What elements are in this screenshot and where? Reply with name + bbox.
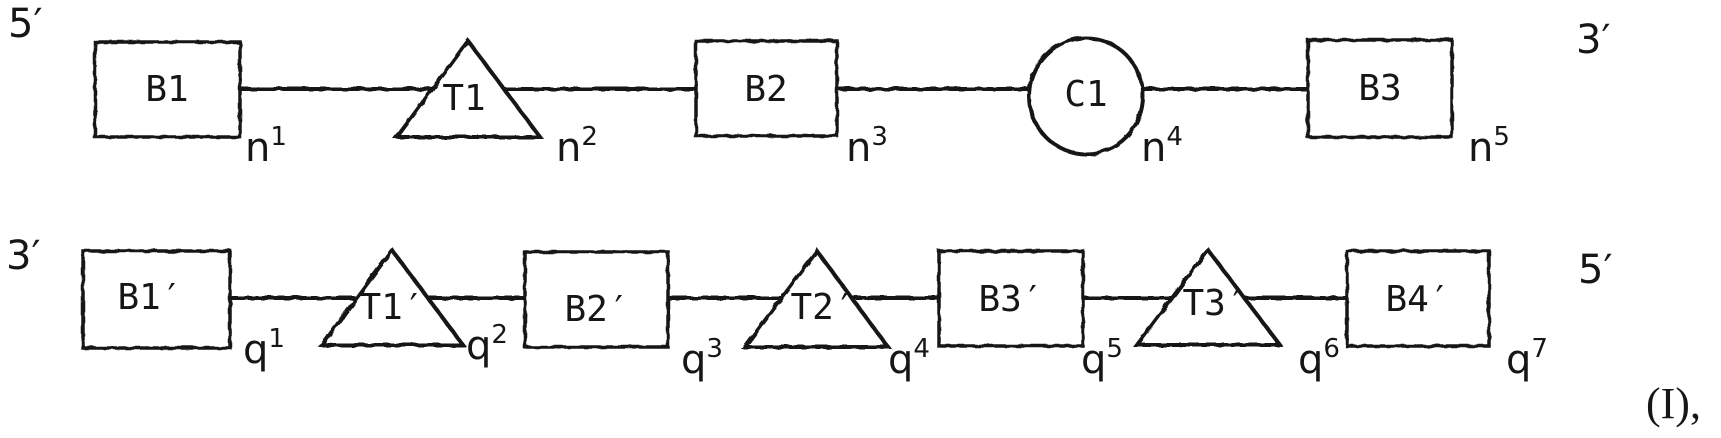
linker-base: n bbox=[1141, 125, 1167, 171]
bottom-strand-5prime-label: 5′ bbox=[1578, 247, 1613, 293]
linker-base: n bbox=[245, 125, 271, 171]
linker-superscript: 6 bbox=[1323, 334, 1340, 364]
linker-base: q bbox=[681, 337, 707, 383]
unit-label-b4p: B4′ bbox=[1385, 279, 1451, 320]
linker-label-n4: n4 bbox=[1141, 124, 1183, 171]
linker-superscript: 3 bbox=[706, 334, 723, 364]
bottom-unit-t2p-triangle bbox=[741, 247, 892, 349]
top-unit-t1-triangle bbox=[393, 37, 544, 139]
bottom-unit-b1p-box bbox=[81, 249, 232, 350]
linker-base: q bbox=[1081, 337, 1107, 383]
linker-superscript: 2 bbox=[491, 320, 508, 350]
linker-label-q1: q1 bbox=[243, 326, 285, 373]
linker-superscript: 4 bbox=[1166, 122, 1183, 152]
linker-label-q5: q5 bbox=[1081, 336, 1123, 383]
unit-label-t3p: T3′ bbox=[1182, 283, 1248, 324]
linker-superscript: 5 bbox=[1106, 334, 1123, 364]
top-strand-3prime-label: 3′ bbox=[1576, 17, 1611, 63]
linker-base: q bbox=[1506, 337, 1532, 383]
unit-label-c1: C1 bbox=[1064, 74, 1108, 115]
linker-base: n bbox=[556, 125, 582, 171]
unit-label-t1p: T1′ bbox=[359, 287, 425, 328]
top-unit-c1-circle bbox=[1027, 36, 1145, 156]
unit-label-b2p: B2′ bbox=[564, 289, 630, 330]
unit-label-b3: B3 bbox=[1358, 68, 1402, 109]
linker-base: q bbox=[1298, 337, 1324, 383]
top-unit-b1-box bbox=[93, 40, 242, 139]
linker-label-n2: n2 bbox=[556, 124, 598, 171]
formula-number-label: (I), bbox=[1646, 379, 1701, 428]
bottom-unit-b2p-box bbox=[523, 250, 670, 349]
linker-superscript: 7 bbox=[1531, 334, 1548, 364]
linker-base: n bbox=[1468, 125, 1494, 171]
bottom-strand-3prime-label: 3′ bbox=[6, 233, 41, 279]
linker-base: q bbox=[466, 323, 492, 369]
linker-label-q3: q3 bbox=[681, 336, 723, 383]
linker-label-q2: q2 bbox=[466, 322, 508, 369]
top-unit-b2-box bbox=[694, 39, 839, 138]
bottom-unit-t3p-triangle bbox=[1133, 246, 1285, 347]
linker-superscript: 5 bbox=[1493, 122, 1510, 152]
top-strand-5prime-label: 5′ bbox=[8, 1, 43, 47]
linker-base: n bbox=[846, 125, 872, 171]
linker-superscript: 4 bbox=[913, 334, 930, 364]
unit-label-b1: B1 bbox=[145, 69, 189, 110]
linker-superscript: 1 bbox=[268, 324, 285, 354]
linker-label-q4: q4 bbox=[888, 336, 930, 383]
linker-label-n3: n3 bbox=[846, 124, 888, 171]
unit-label-t1: T1 bbox=[442, 78, 486, 119]
linker-base: q bbox=[243, 327, 269, 373]
top-unit-b3-box bbox=[1306, 38, 1454, 139]
bottom-unit-t1p-triangle bbox=[318, 246, 467, 347]
unit-label-b1p: B1′ bbox=[117, 277, 183, 318]
linker-label-n5: n5 bbox=[1468, 124, 1510, 171]
linker-superscript: 2 bbox=[581, 122, 598, 152]
linker-label-q6: q6 bbox=[1298, 336, 1340, 383]
unit-label-t2p: T2′ bbox=[790, 287, 856, 328]
linker-label-n1: n1 bbox=[245, 124, 287, 171]
linker-base: q bbox=[888, 337, 914, 383]
bottom-unit-b3p-box bbox=[937, 249, 1085, 348]
linker-superscript: 1 bbox=[270, 122, 287, 152]
linker-superscript: 3 bbox=[871, 122, 888, 152]
unit-label-b2: B2 bbox=[744, 69, 788, 110]
linker-label-q7: q7 bbox=[1506, 336, 1548, 383]
unit-label-b3p: B3′ bbox=[978, 279, 1044, 320]
bottom-unit-b4p-box bbox=[1345, 249, 1491, 348]
